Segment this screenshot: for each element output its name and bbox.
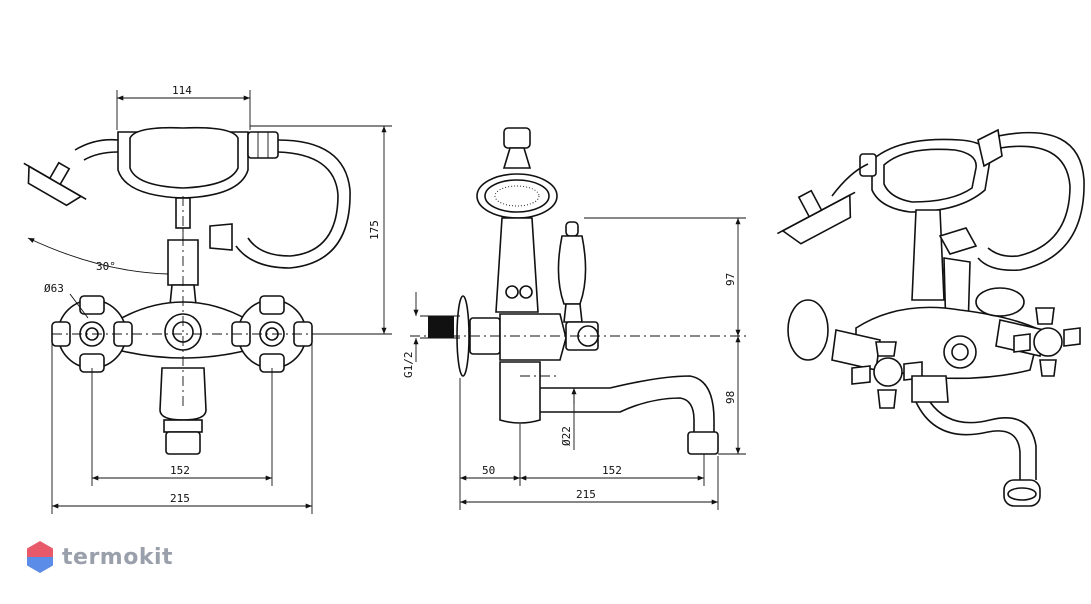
brand-logo: termokit <box>26 540 173 574</box>
dim-152-side-label: 152 <box>602 464 622 477</box>
angle-label: 30° <box>96 260 116 273</box>
dim-175-label: 175 <box>368 220 381 240</box>
dim-98-label: 98 <box>724 391 737 404</box>
dim-thread-label: G1/2 <box>402 352 415 379</box>
isometric-view <box>777 128 1085 507</box>
brand-name: termokit <box>62 544 174 570</box>
dim-spout-label: Ø22 <box>560 426 573 446</box>
dim-152-label: 152 <box>170 464 190 477</box>
side-view: 97 98 G1/2 Ø22 50 152 215 <box>402 127 746 510</box>
dim-50-label: 50 <box>482 464 495 477</box>
dim-215-side-label: 215 <box>576 488 596 501</box>
dim-114-label: 114 <box>172 84 192 97</box>
dim-diameter-label: Ø63 <box>44 282 64 295</box>
front-view: 30° <box>23 84 392 514</box>
dim-215-label: 215 <box>170 492 190 505</box>
brand-hexagon-icon <box>27 541 53 573</box>
dim-97-label: 97 <box>724 273 737 286</box>
